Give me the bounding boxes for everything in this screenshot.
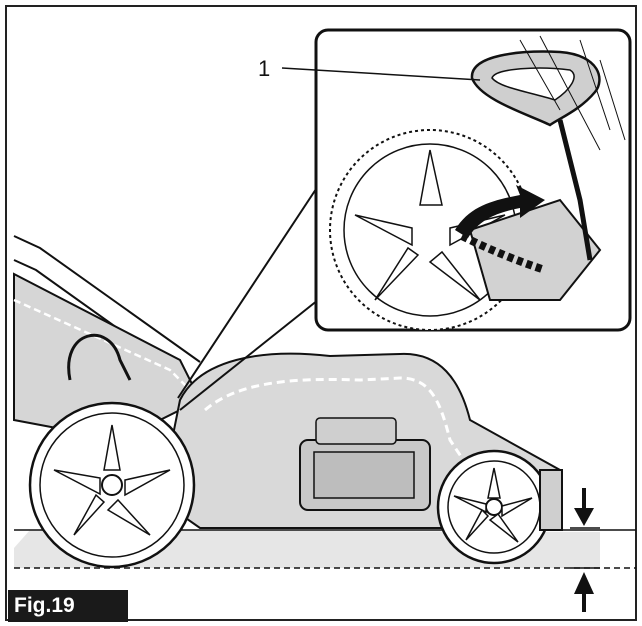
deck-dashed-outline	[204, 376, 472, 471]
rear-height-lever	[539, 469, 563, 531]
front-wheel	[28, 401, 196, 569]
cutting-height-arrows	[570, 488, 600, 612]
callout-line-2	[179, 299, 319, 411]
rotation-arrow-icon	[455, 185, 545, 238]
height-adjust-lever-icon	[557, 119, 593, 261]
motor-vent	[313, 451, 415, 499]
bag-dashed-outline	[13, 298, 211, 411]
figure-label: Fig.19	[8, 590, 128, 622]
callout-number-1: 1	[258, 56, 271, 81]
deck-handle	[67, 333, 132, 381]
rear-wheel	[436, 449, 552, 565]
callout-line-1	[177, 179, 323, 399]
motor-top	[315, 417, 397, 445]
detail-inset	[281, 28, 632, 332]
